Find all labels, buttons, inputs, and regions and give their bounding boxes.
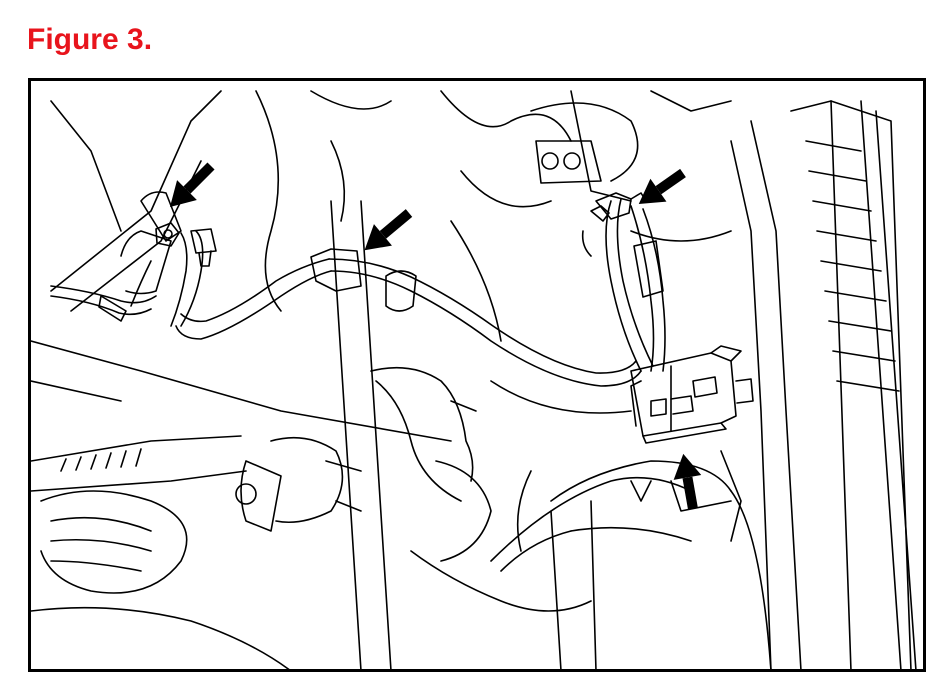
arrow-connector bbox=[673, 453, 702, 510]
lower-left-assembly bbox=[31, 435, 362, 669]
illustration-frame bbox=[28, 78, 926, 672]
radiator bbox=[790, 100, 917, 669]
background-structure bbox=[31, 90, 802, 669]
arrow-harness-clamp bbox=[364, 209, 413, 251]
lower-right-reservoir bbox=[516, 450, 772, 669]
arrow-terminal-clip bbox=[638, 168, 686, 204]
strut-assembly bbox=[370, 366, 692, 612]
figure-title: Figure 3. bbox=[27, 23, 153, 56]
ground-bolt-bracket bbox=[120, 191, 217, 307]
engine-bay-line-drawing bbox=[31, 90, 917, 669]
wiring-harness bbox=[50, 198, 666, 387]
arrow-ground-bolt bbox=[169, 162, 215, 208]
harness-connector bbox=[630, 345, 754, 444]
callout-arrows bbox=[169, 162, 702, 510]
